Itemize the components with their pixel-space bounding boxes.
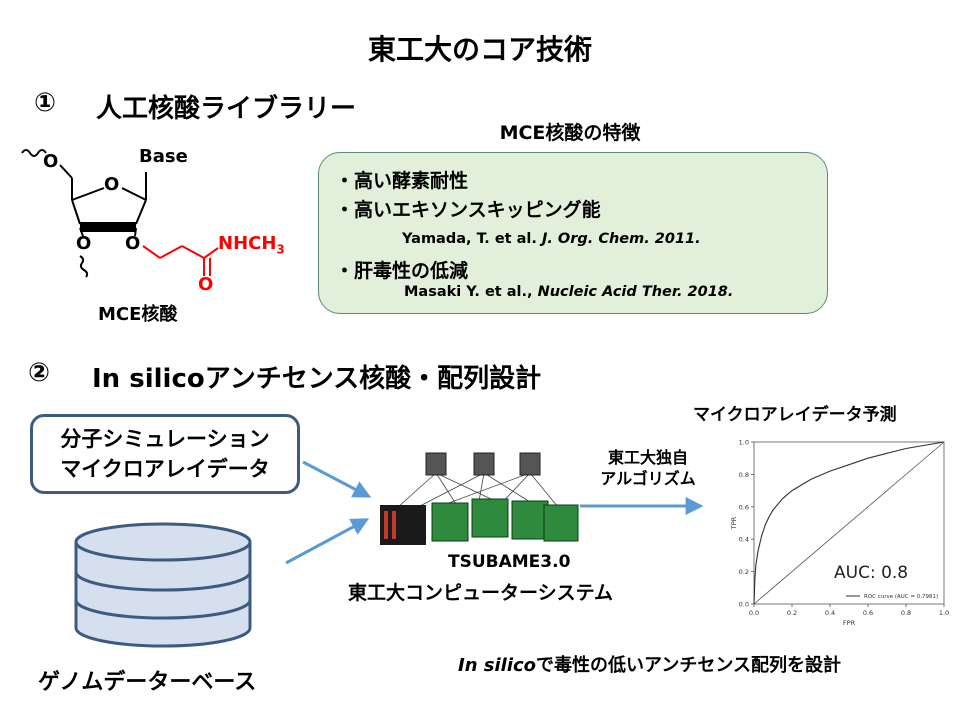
y-tick-label: 1.0 — [739, 439, 749, 447]
database-cylinder-icon — [74, 522, 252, 648]
computer-label: 東工大コンピューターシステム — [348, 582, 614, 604]
y-tick-label: 0.4 — [739, 536, 749, 544]
o2-atom: O — [125, 233, 141, 254]
x-tick-label: 0.4 — [825, 609, 835, 617]
algorithm-label: 東工大独自アルゴリズム — [600, 448, 696, 488]
o5-atom: O — [43, 151, 59, 172]
section1-label: 人工核酸ライブラリー — [96, 94, 357, 124]
ring-o-atom: O — [104, 174, 120, 195]
carbonyl-o-atom: O — [198, 274, 214, 295]
simulation-line1: 分子シミュレーション — [60, 427, 270, 451]
y-axis-label: TPR — [730, 516, 738, 530]
arrow-simulation-to-computer — [302, 460, 372, 498]
auc-annotation: AUC: 0.8 — [834, 563, 908, 583]
x-tick-label: 0.0 — [749, 609, 759, 617]
simulation-box: 分子シミュレーション マイクロアレイデータ — [30, 414, 300, 494]
feature-exon-skipping: ・高いエキソンスキッピング能 — [335, 199, 601, 221]
chart-title: マイクロアレイデータ予測 — [693, 405, 897, 425]
reference-masaki: Masaki Y. et al., Nucleic Acid Ther. 201… — [404, 284, 734, 300]
legend-label: ROC curve (AUC = 0.7981) — [864, 594, 938, 600]
section1-number: ① — [34, 88, 57, 118]
x-tick-label: 1.0 — [939, 609, 949, 617]
x-tick-label: 0.6 — [863, 609, 873, 617]
o3-atom: O — [76, 233, 92, 254]
y-tick-label: 0.2 — [739, 568, 749, 576]
supercomputer-icon — [380, 452, 579, 545]
reference-yamada: Yamada, T. et al. J. Org. Chem. 2011. — [402, 231, 701, 247]
arrow-database-to-computer — [285, 518, 370, 565]
x-axis-label: FPR — [843, 619, 856, 627]
y-tick-label: 0.0 — [739, 601, 749, 609]
simulation-line2: マイクロアレイデータ — [60, 457, 270, 481]
conclusion-text: In silicoで毒性の低いアンチセンス配列を設計 — [458, 655, 841, 676]
features-title: MCE核酸の特徴 — [499, 122, 641, 144]
base-label: Base — [139, 146, 188, 167]
nhch3-group: NHCH3 — [218, 233, 285, 257]
diagonal-reference-line — [753, 441, 945, 605]
section2-label: In silicoアンチセンス核酸・配列設計 — [92, 364, 542, 394]
computer-name: TSUBAME3.0 — [448, 552, 571, 572]
roc-curve — [753, 441, 945, 605]
feature-enzyme-resistance: ・高い酵素耐性 — [335, 170, 469, 192]
features-box — [318, 152, 828, 314]
x-tick-label: 0.8 — [901, 609, 911, 617]
x-tick-label: 0.2 — [787, 609, 797, 617]
molecule-name: MCE核酸 — [98, 304, 178, 325]
page-title: 東工大のコア技術 — [367, 33, 592, 66]
database-label: ゲノムデーターベース — [38, 670, 257, 695]
y-tick-label: 0.6 — [739, 503, 749, 511]
y-tick-label: 0.8 — [739, 471, 749, 479]
feature-hepatotoxicity: ・肝毒性の低減 — [335, 260, 469, 282]
section2-number: ② — [28, 358, 51, 388]
